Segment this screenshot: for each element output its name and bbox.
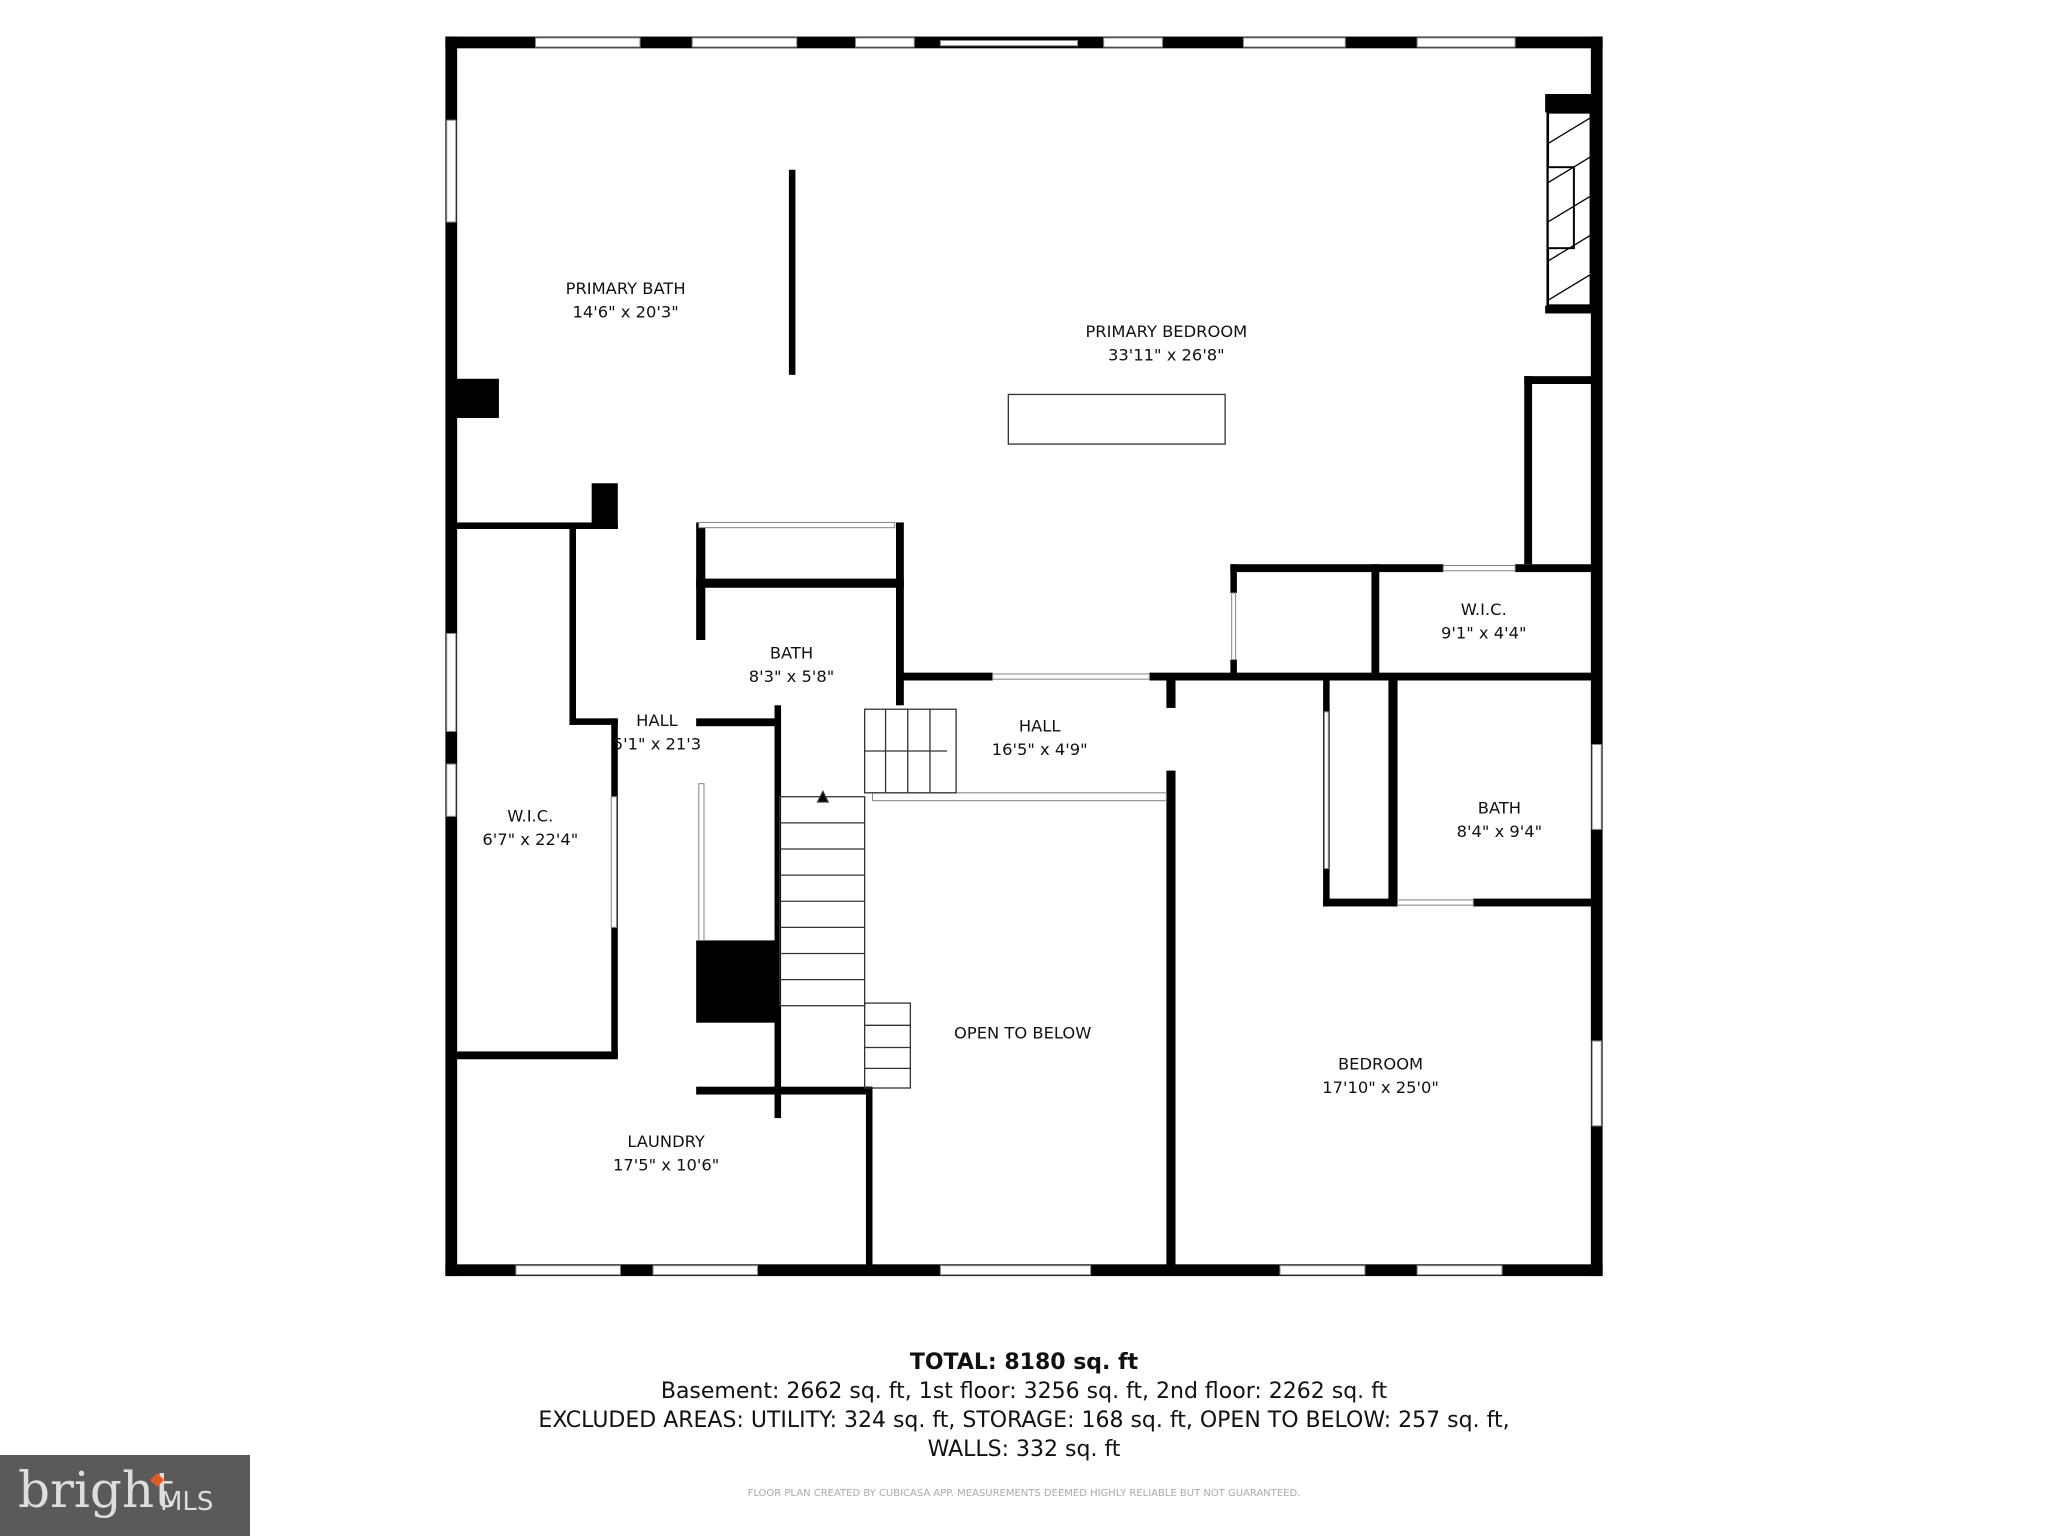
room-dims-bath: 8'3" x 5'8" xyxy=(749,667,835,686)
room-dims-primary-bedroom: 33'11" x 26'8" xyxy=(1108,345,1225,364)
area-totals: TOTAL: 8180 sq. ft Basement: 2662 sq. ft… xyxy=(0,1348,2048,1464)
room-dims-bedroom: 17'10" x 25'0" xyxy=(1322,1078,1439,1097)
room-dims-laundry: 17'5" x 10'6" xyxy=(613,1155,719,1174)
room-name-hall-left: HALL xyxy=(636,711,678,730)
excluded-areas: EXCLUDED AREAS: UTILITY: 324 sq. ft, STO… xyxy=(538,1408,1510,1433)
room-dims-wic-right: 9'1" x 4'4" xyxy=(1441,624,1527,643)
room-name-primary-bedroom: PRIMARY BEDROOM xyxy=(1085,322,1247,341)
fireplace xyxy=(1546,111,1593,307)
room-name-bath-right: BATH xyxy=(1478,799,1521,818)
room-name-bedroom: BEDROOM xyxy=(1338,1055,1423,1074)
bright-mls-logo: bright MLS xyxy=(0,1455,250,1536)
room-name-primary-bath: PRIMARY BATH xyxy=(566,279,686,298)
room-dims-hall-left: 5'1" x 21'3 xyxy=(613,735,701,754)
logo-brand: bright xyxy=(18,1461,175,1519)
walls-area: WALLS: 332 sq. ft xyxy=(927,1437,1121,1462)
room-name-bath: BATH xyxy=(770,643,813,662)
floor-areas: Basement: 2662 sq. ft, 1st floor: 3256 s… xyxy=(660,1379,1388,1404)
room-dims-primary-bath: 14'6" x 20'3" xyxy=(572,302,678,321)
room-name-hall-center: HALL xyxy=(1019,716,1061,735)
bed-outline xyxy=(1007,393,1226,445)
room-dims-hall-center: 16'5" x 4'9" xyxy=(992,740,1088,759)
credit-note: FLOOR PLAN CREATED BY CUBICASA APP. MEAS… xyxy=(747,1488,1301,1499)
stairs xyxy=(779,708,957,1089)
room-name-laundry: LAUNDRY xyxy=(627,1132,705,1151)
total-area: TOTAL: 8180 sq. ft xyxy=(909,1350,1139,1375)
room-name-wic-right: W.I.C. xyxy=(1461,600,1507,619)
windows xyxy=(446,37,1602,1276)
room-dims-wic-left: 6'7" x 22'4" xyxy=(482,830,578,849)
room-dims-bath-right: 8'4" x 9'4" xyxy=(1457,822,1543,841)
logo-suffix: MLS xyxy=(160,1487,214,1517)
room-name-open-to-below: OPEN TO BELOW xyxy=(954,1023,1091,1042)
room-labels: PRIMARY BATH 14'6" x 20'3" PRIMARY BEDRO… xyxy=(482,279,1542,1174)
room-name-wic-left: W.I.C. xyxy=(507,807,553,826)
